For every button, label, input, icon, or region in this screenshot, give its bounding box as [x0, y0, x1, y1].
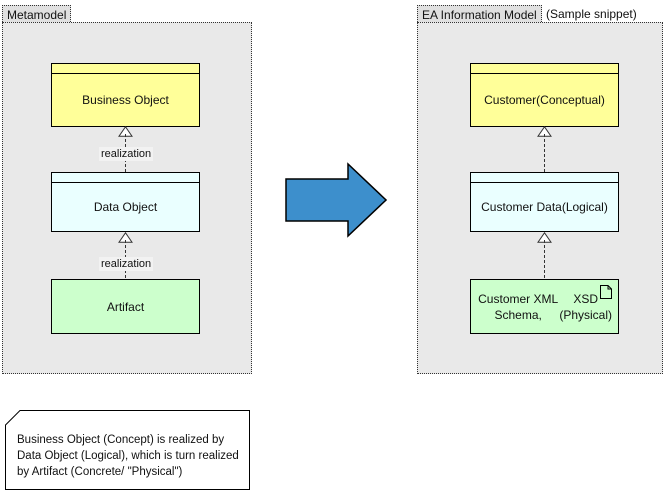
node-customer-xml-schema[interactable]: Customer XML Schema, XSD (Physical): [470, 279, 619, 334]
node-label-line-1: Customer XML Schema,: [478, 291, 559, 322]
node-business-object[interactable]: Business Object: [51, 63, 200, 127]
node-header-bar: [471, 173, 618, 183]
information-model-panel-suffix: (Sample snippet): [546, 7, 637, 21]
information-model-panel-label: EA Information Model: [417, 5, 542, 24]
node-label-line-2: (Conceptual): [536, 93, 605, 107]
node-label-line-2: (Logical): [561, 200, 608, 214]
node-customer-data[interactable]: Customer Data (Logical): [470, 172, 619, 232]
node-label-line-1: Customer: [484, 93, 537, 107]
node-header-bar: [52, 64, 199, 74]
realization-line: [544, 134, 545, 172]
node-label-line-2: XSD (Physical): [559, 291, 613, 322]
node-label: Business Object: [82, 93, 169, 107]
node-artifact[interactable]: Artifact: [51, 279, 200, 334]
note-text: Business Object (Concept) is realized by…: [17, 432, 241, 480]
document-icon: [600, 285, 612, 299]
node-label-line-1: Customer Data: [481, 200, 562, 214]
node-data-object[interactable]: Data Object: [51, 172, 200, 232]
note-line-1: Business Object (Concept) is realized by: [17, 434, 225, 446]
node-label: Data Object: [93, 200, 158, 214]
node-label: Artifact: [106, 299, 145, 314]
metamodel-panel-label: Metamodel: [2, 5, 72, 24]
realization-label: realization: [99, 147, 154, 161]
note-line-3: by Artifact (Concrete/ "Physical"): [17, 466, 183, 478]
note: Business Object (Concept) is realized by…: [5, 410, 250, 490]
node-label: Customer Data (Logical): [471, 183, 618, 231]
node-label: Customer XML Schema, XSD (Physical): [471, 280, 618, 333]
node-header-bar: [52, 173, 199, 183]
node-header-bar: [471, 64, 618, 74]
mapping-arrow: [285, 162, 388, 238]
node-label: Customer (Conceptual): [471, 74, 618, 126]
realization-label: realization: [99, 257, 154, 271]
node-customer[interactable]: Customer (Conceptual): [470, 63, 619, 127]
note-line-2: Data Object (Logical), which is turn rea…: [17, 450, 239, 462]
realization-line: [544, 240, 545, 278]
